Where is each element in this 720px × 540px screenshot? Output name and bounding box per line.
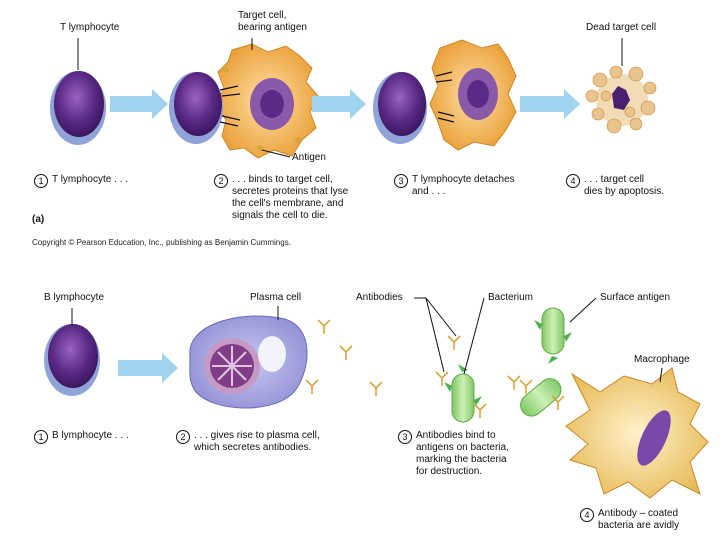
step-b4-number: 4 <box>580 508 594 522</box>
arrow-a1 <box>110 89 168 119</box>
dead-target-label: Dead target cell <box>586 22 657 33</box>
bacterium-leader <box>463 297 485 375</box>
antibody-leaders <box>414 297 457 373</box>
step-b2: 2 . . . gives rise to plasma cell, which … <box>176 430 320 454</box>
t-lymphocyte-cell-1 <box>50 71 106 145</box>
t-lymphocyte-label: T lymphocyte <box>60 22 120 33</box>
target-cell-label: Target cell, bearing antigen <box>238 10 307 33</box>
step-a2: 2 . . . binds to target cell, secretes pr… <box>214 174 348 222</box>
antigen-markers-a <box>223 67 301 151</box>
bacterium-3 <box>520 378 562 417</box>
arrow-a2 <box>312 89 366 119</box>
step-b3-text: Antibodies bind to antigens on bacteria,… <box>416 430 509 477</box>
antibodies-label: Antibodies <box>356 292 403 303</box>
secretion-arrows-a <box>219 85 241 127</box>
step-a1-text: T lymphocyte . . . <box>52 174 128 185</box>
step-b1-text: B lymphocyte . . . <box>52 430 129 441</box>
step-b2-number: 2 <box>176 430 190 444</box>
step-a3-number: 3 <box>394 174 408 188</box>
surface-antigen-label: Surface antigen <box>600 292 671 303</box>
step-b4: 4 Antibody – coated bacteria are avidly <box>580 508 679 532</box>
step-b2-text: . . . gives rise to plasma cell, which s… <box>194 430 320 453</box>
arrow-a3 <box>520 89 580 119</box>
step-b4-text: Antibody – coated bacteria are avidly <box>598 508 680 531</box>
damaged-target-cell <box>429 39 517 151</box>
b-lymphocyte-cell <box>44 324 100 396</box>
plasma-cell-label: Plasma cell <box>250 292 302 303</box>
bacterium-2 <box>534 307 572 364</box>
arrow-b1 <box>118 353 178 383</box>
step-a4-number: 4 <box>566 174 580 188</box>
panel-a-tag: (a) <box>32 214 45 225</box>
step-a2-number: 2 <box>214 174 228 188</box>
antigen-leader <box>261 149 291 158</box>
step-b3: 3 Antibodies bind to antigens on bacteria… <box>398 430 509 478</box>
step-a2-text: . . . binds to target cell, secretes pro… <box>232 174 349 221</box>
t-lymphocyte-cell-3 <box>373 72 427 144</box>
b-lymphocyte-label: B lymphocyte <box>44 292 105 303</box>
secretion-arrows-b <box>435 71 455 123</box>
copyright-text: Copyright © Pearson Education, Inc., pub… <box>32 238 291 247</box>
bound-antibodies <box>435 371 565 418</box>
surface-antigen-leader <box>569 297 597 323</box>
step-a4: 4 . . . target cell dies by apoptosis. <box>566 174 664 198</box>
dead-target-cell <box>585 65 657 134</box>
step-a1-number: 1 <box>34 174 48 188</box>
step-a3: 3 T lymphocyte detaches and . . . <box>394 174 515 198</box>
step-a4-text: . . . target cell dies by apoptosis. <box>584 174 665 197</box>
step-b1: 1 B lymphocyte . . . <box>34 430 129 444</box>
step-b1-number: 1 <box>34 430 48 444</box>
step-b3-number: 3 <box>398 430 412 444</box>
free-antibodies <box>305 319 521 396</box>
t-lymphocyte-cell-2 <box>169 72 223 144</box>
step-a3-text: T lymphocyte detaches and . . . <box>412 174 515 197</box>
antigen-label: Antigen <box>292 152 326 163</box>
macrophage <box>565 367 709 499</box>
target-cell <box>215 43 319 159</box>
step-a1: 1 T lymphocyte . . . <box>34 174 128 188</box>
macrophage-label: Macrophage <box>634 354 690 365</box>
bacterium-1 <box>444 364 482 423</box>
macrophage-leader <box>659 367 663 383</box>
bacterium-label: Bacterium <box>488 292 534 303</box>
plasma-cell <box>189 315 308 409</box>
